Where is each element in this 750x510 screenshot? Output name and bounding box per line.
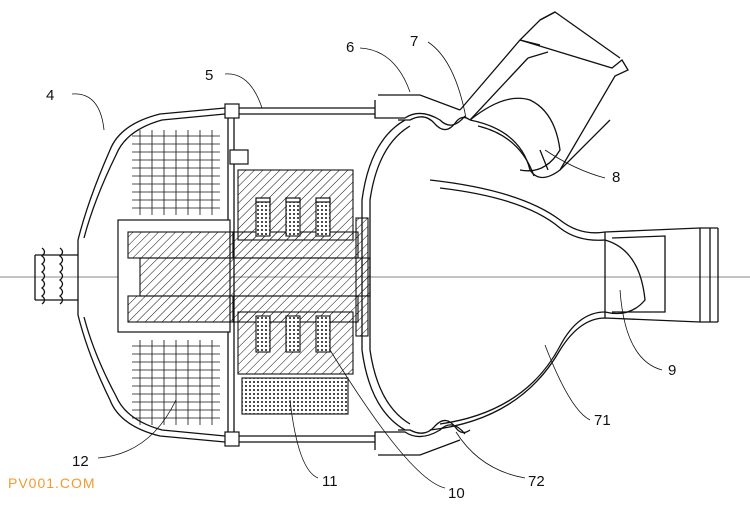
upper-outlet bbox=[459, 11, 629, 179]
left-housing bbox=[77, 107, 226, 443]
leader-lines bbox=[71, 41, 663, 489]
reference-labels: 4 5 6 7 8 9 71 72 10 11 12 bbox=[46, 33, 676, 502]
label-4: 4 bbox=[46, 87, 54, 104]
lower-outlet bbox=[429, 179, 719, 431]
label-72: 72 bbox=[528, 473, 545, 490]
core-assembly bbox=[127, 149, 371, 415]
watermark: PV001.COM bbox=[8, 475, 96, 491]
label-7: 7 bbox=[410, 33, 418, 50]
left-nozzle bbox=[34, 240, 79, 315]
label-9: 9 bbox=[668, 362, 676, 379]
label-8: 8 bbox=[612, 169, 620, 186]
label-71: 71 bbox=[594, 412, 611, 429]
label-12: 12 bbox=[72, 453, 89, 470]
right-housing bbox=[361, 94, 471, 456]
label-10: 10 bbox=[448, 485, 465, 502]
label-11: 11 bbox=[322, 473, 338, 490]
label-6: 6 bbox=[346, 39, 354, 56]
label-5: 5 bbox=[205, 67, 213, 84]
